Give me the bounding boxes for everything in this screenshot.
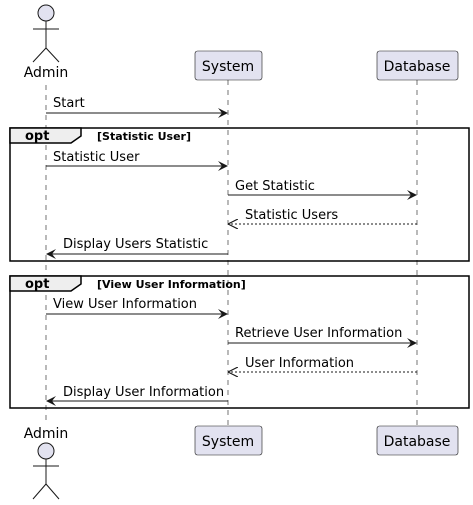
stick-figure-icon [32,4,60,63]
system-label-bottom: System [202,434,254,450]
system-participant-bottom: System [194,425,263,456]
message-label-display-users-statistic: Display Users Statistic [63,237,208,252]
message-label-retrieve-user-information: Retrieve User Information [235,326,402,341]
message-label-start: Start [53,96,85,111]
admin-actor-top: Admin [24,4,69,81]
message-label-statistic-user: Statistic User [53,150,140,165]
database-label-bottom: Database [384,434,451,450]
fragment-keyword: opt [25,129,49,144]
fragment-condition: [View User Information] [97,278,246,291]
database-label-top: Database [384,59,451,75]
admin-label-top: Admin [24,65,69,81]
database-participant-bottom: Database [376,425,459,456]
admin-actor-bottom: Admin [24,426,69,500]
admin-label-bottom: Admin [24,426,69,442]
message-label-user-information: User Information [245,356,354,371]
fragment-keyword: opt [25,277,49,292]
message-label-statistic-users: Statistic Users [245,208,338,223]
database-participant-top: Database [376,50,459,81]
message-label-get-statistic: Get Statistic [235,179,315,194]
message-label-display-user-information: Display User Information [63,385,224,400]
stick-figure-icon [32,442,60,500]
message-label-view-user-information: View User Information [53,297,197,312]
system-label-top: System [202,59,254,75]
system-participant-top: System [194,50,263,81]
opt-fragment-view-user-info: opt [View User Information] [9,275,470,409]
fragment-condition: [Statistic User] [97,130,191,143]
opt-fragment-statistic: opt [Statistic User] [9,127,470,262]
